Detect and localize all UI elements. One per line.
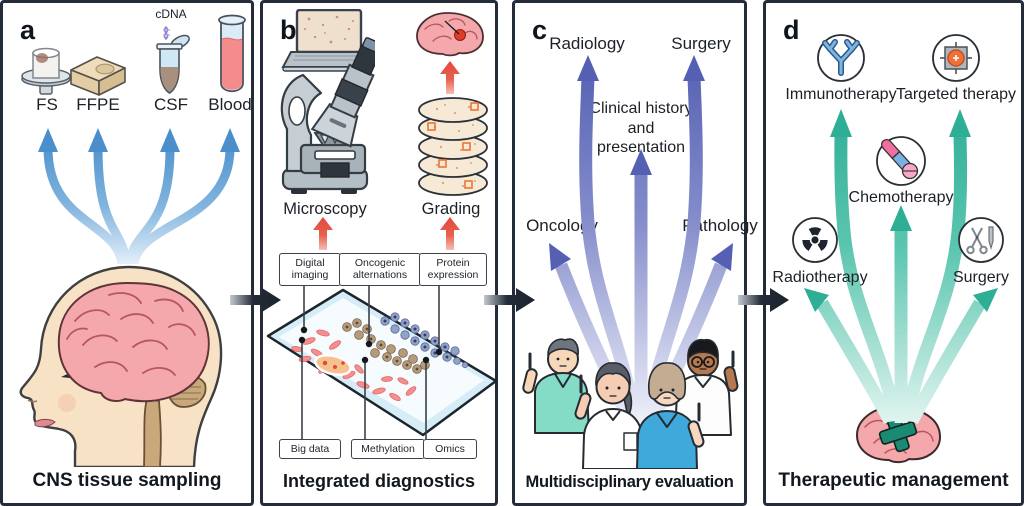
sampling-arrows: [38, 128, 240, 264]
oncology-label: Oncology: [526, 216, 598, 235]
cdna-label: cDNA: [155, 7, 187, 21]
sample-label-ffpe: FFPE: [76, 95, 120, 114]
microscopy-label: Microscopy: [283, 200, 367, 218]
pathology-label: Pathology: [682, 216, 758, 235]
brain-slices-grading-icon: [418, 97, 488, 196]
chemotherapy-pills-icon: [876, 136, 926, 186]
annotation-box-omics: Omics: [423, 439, 477, 460]
ffpe-sample-icon: [70, 56, 126, 96]
child-head-illustration: [19, 265, 223, 467]
annotation-box-digital-imaging: Digital imaging: [279, 253, 341, 286]
annotation-box-protein: Protein expression: [419, 253, 487, 286]
grading-label: Grading: [421, 200, 481, 218]
panel-a-caption: CNS tissue sampling: [32, 470, 222, 491]
chemotherapy-label: Chemotherapy: [848, 189, 954, 206]
csf-sample-icon: [156, 26, 190, 94]
sample-label-fs: FS: [36, 95, 58, 114]
panel-c-letter: c: [532, 15, 548, 45]
radiotherapy-label: Radiotherapy: [772, 269, 868, 286]
blood-sample-icon: [218, 14, 246, 93]
radiation-icon: [792, 217, 838, 263]
connector-arrow-c-d: [738, 288, 789, 312]
panel-b-caption: Integrated diagnostics: [282, 471, 476, 491]
red-arrow-up: [440, 217, 460, 250]
connector-arrow-a-b: [230, 288, 281, 312]
microscope-icon: [280, 37, 375, 194]
annotation-box-methylation: Methylation: [351, 439, 425, 460]
panel-d-letter: d: [783, 15, 800, 45]
antibody-icon: [817, 34, 865, 82]
connector-arrow-b-c: [484, 288, 535, 312]
therapy-icons: [792, 34, 1004, 263]
annotation-leader-lines: [298, 283, 443, 439]
annotation-box-oncogenic: Oncogenic alternations: [339, 253, 421, 286]
targeted-therapy-label: Targeted therapy: [895, 86, 1017, 103]
red-arrow-up: [313, 217, 333, 250]
laptop-icon: [281, 9, 371, 72]
panel-d: d: [763, 0, 1024, 506]
fs-sample-icon: [21, 47, 71, 95]
therapy-arrows: [804, 109, 998, 425]
panel-c-caption: Multidisciplinary evaluation: [525, 473, 734, 491]
clinical-history-label: Clinical history and presentation: [589, 100, 693, 157]
annotation-box-big-data: Big data: [279, 439, 341, 460]
surgery-tools-icon: [958, 217, 1004, 263]
red-arrow-up: [440, 61, 460, 94]
sample-label-csf: CSF: [154, 95, 188, 114]
panel-a: a cDNA: [0, 0, 254, 506]
immunotherapy-label: Immunotherapy: [785, 86, 897, 103]
target-icon: [932, 34, 980, 82]
clinician-team-illustration: [522, 338, 739, 469]
surgery-label: Surgery: [671, 34, 731, 53]
brain-tumor-icon: [416, 12, 484, 57]
panel-b-letter: b: [280, 15, 297, 45]
panel-c: c Radiology Surgery Clinical history and…: [512, 0, 758, 506]
surgery-therapy-label: Surgery: [952, 269, 1010, 286]
radiology-label: Radiology: [549, 34, 625, 53]
histology-slide-illustration: [266, 288, 498, 437]
sample-label-blood: Blood: [208, 95, 252, 114]
panel-a-letter: a: [20, 15, 36, 45]
panel-d-caption: Therapeutic management: [778, 470, 1009, 491]
panel-b: b: [260, 0, 498, 506]
